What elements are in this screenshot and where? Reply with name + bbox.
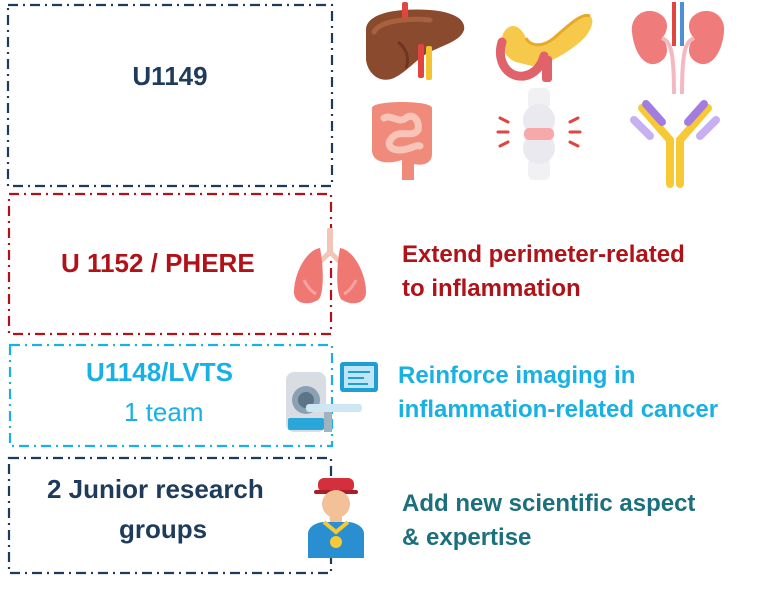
u1152-frame (7, 192, 333, 336)
pancreas-icon (496, 13, 593, 82)
u1148-subtitle: 1 team (124, 397, 204, 427)
u1149-frame (6, 3, 334, 188)
junior-groups-description-line-1: Add new scientific aspect (402, 490, 696, 517)
u1152-description: Extend perimeter-related to inflammation (402, 238, 685, 306)
u1148-label: U1148/LVTS (86, 357, 233, 387)
u1148-description-line-2: inflammation-related cancer (398, 396, 719, 423)
lungs-icon (294, 228, 366, 304)
u1152-description-line-2: to inflammation (402, 275, 581, 302)
u1152-label: U 1152 / PHERE (61, 248, 255, 278)
u1148-description: Reinforce imaging in inflammation-relate… (398, 359, 718, 427)
u1152-description-line-1: Extend perimeter-related (402, 241, 685, 268)
researcher-icon (308, 478, 364, 558)
liver-icon (366, 2, 465, 80)
u1148-description-line-1: Reinforce imaging in (398, 362, 636, 389)
u1149-label: U1149 (132, 61, 208, 91)
junior-groups-label-line-1: 2 Junior research (47, 474, 264, 504)
kidneys-icon (631, 2, 725, 95)
u1148-frame (8, 343, 334, 448)
intestine-icon (372, 102, 432, 180)
u1148-box: U1148/LVTS 1 team (10, 345, 332, 446)
junior-groups-description-line-2: & expertise (402, 524, 532, 551)
junior-groups-box: 2 Junior research groups (9, 458, 331, 573)
mri-scanner-icon (286, 362, 378, 432)
joint-icon (496, 88, 582, 180)
u1149-box: U1149 (8, 5, 332, 186)
antibody-icon (630, 100, 720, 188)
u1152-box: U 1152 / PHERE (9, 194, 331, 334)
junior-groups-label-line-2: groups (119, 514, 208, 544)
junior-groups-description: Add new scientific aspect & expertise (402, 487, 695, 555)
